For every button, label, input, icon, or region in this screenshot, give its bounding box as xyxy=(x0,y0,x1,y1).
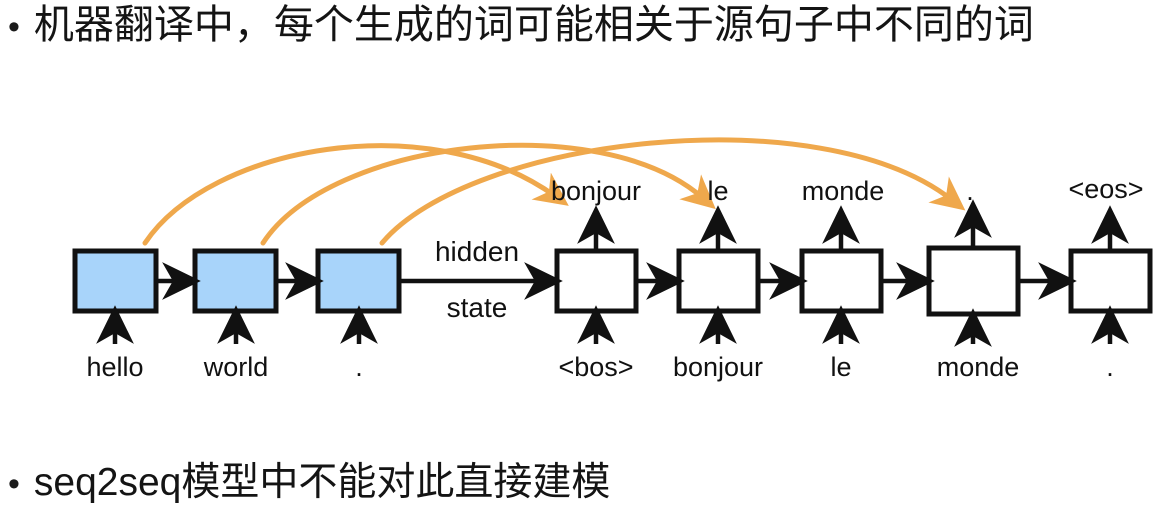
bottom-bullet-text: seq2seq模型中不能对此直接建模 xyxy=(33,461,611,504)
attention-arc-world-le xyxy=(260,142,716,246)
hidden-state-label-line1: hidden xyxy=(435,236,519,267)
decoder-input-label-1: <bos> xyxy=(558,352,633,382)
decoder-output-label-5: <eos> xyxy=(1068,174,1143,204)
decoder-cell-2 xyxy=(676,248,761,314)
decoder-input-label-3: le xyxy=(830,352,851,382)
hidden-state-label-line2: state xyxy=(447,292,508,323)
decoder-output-label-4: . xyxy=(966,176,974,206)
decoder-output-label-1: bonjour xyxy=(551,176,641,206)
encoder-input-label-3: . xyxy=(355,352,363,382)
decoder-output-label-3: monde xyxy=(802,176,885,206)
decoder-input-label-2: bonjour xyxy=(673,352,763,382)
top-bullet-line: • 机器翻译中，每个生成的词可能相关于源句子中不同的词 xyxy=(8,3,1166,47)
top-bullet-text: 机器翻译中，每个生成的词可能相关于源句子中不同的词 xyxy=(33,3,1034,47)
bottom-bullet-line: • seq2seq模型中不能对此直接建模 xyxy=(8,461,1166,504)
attention-arc-hello-bonjour xyxy=(142,143,569,246)
attention-arc-period-period xyxy=(379,137,966,246)
output-arrows xyxy=(577,199,1129,249)
encoder-input-label-1: hello xyxy=(86,352,143,382)
encoder-cell-1 xyxy=(72,248,159,314)
hidden-state-label: hidden state xyxy=(435,236,519,323)
encoder-cells xyxy=(72,248,402,314)
decoder-cell-5 xyxy=(1068,248,1153,314)
encoder-cell-3 xyxy=(315,248,402,314)
decoder-output-labels: bonjour le monde . <eos> xyxy=(551,174,1144,206)
encoder-cell-2 xyxy=(192,248,279,314)
attention-arcs xyxy=(142,137,966,246)
encoder-input-label-2: world xyxy=(203,352,269,382)
decoder-input-label-4: monde xyxy=(937,352,1020,382)
decoder-cells xyxy=(554,245,1153,317)
input-arrows xyxy=(96,305,1129,347)
decoder-output-label-2: le xyxy=(707,176,728,206)
decoder-cell-4 xyxy=(926,245,1021,317)
bullet-dot-icon: • xyxy=(8,8,20,46)
decoder-cell-3 xyxy=(799,248,884,314)
decoder-input-labels: <bos> bonjour le monde . xyxy=(558,352,1113,382)
decoder-cell-1 xyxy=(554,248,639,314)
bullet-dot-icon-2: • xyxy=(8,465,20,503)
decoder-input-label-5: . xyxy=(1106,352,1114,382)
seq2seq-attention-diagram: hello world . <bos> bonjour le monde . b… xyxy=(0,78,1174,408)
encoder-input-labels: hello world . xyxy=(86,352,362,382)
